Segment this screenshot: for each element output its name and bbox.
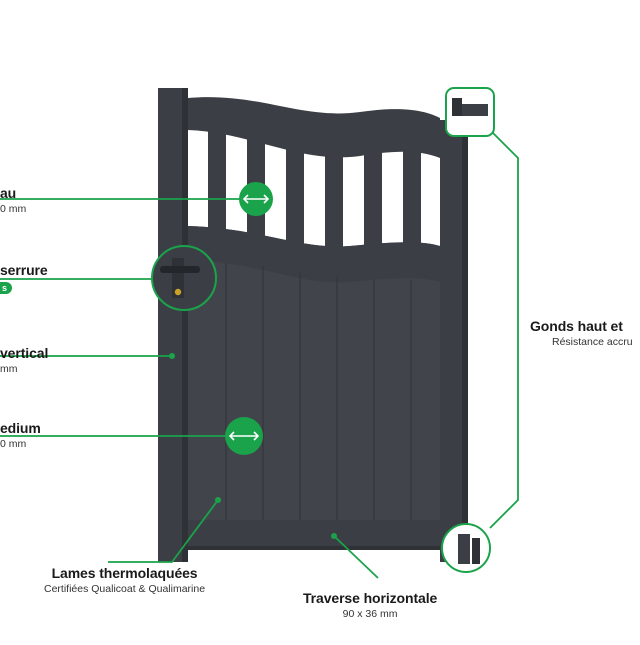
traverse-label: Traverse horizontale 90 x 36 mm: [303, 590, 437, 620]
serrure-title: serrure: [0, 262, 48, 278]
bar: [286, 120, 304, 260]
hinge-zoom-bottom-icon: [441, 523, 491, 573]
gonds-sub: Résistance accru: [552, 336, 633, 348]
callout-lines: [0, 129, 519, 579]
barreaux-sub: 0 mm: [0, 203, 27, 215]
board-grooves: [225, 262, 412, 520]
bar: [403, 120, 421, 260]
left-post-shadow: [182, 88, 188, 562]
lock-zoom-icon: [151, 245, 217, 311]
gonds-label: Gonds haut et Résistance accru: [530, 318, 633, 348]
lower-panel: [188, 226, 440, 550]
lames-label: Lames thermolaquées Certifiées Qualicoat…: [44, 565, 205, 595]
bar: [208, 120, 226, 260]
bar-width-icon: [239, 182, 273, 216]
serrure-label: serrure s: [0, 262, 48, 296]
top-curved-rail: [188, 97, 440, 158]
medium-sub: 0 mm: [0, 438, 27, 450]
montant-label: vertical mm: [0, 345, 48, 375]
barreaux-title: au: [0, 185, 17, 201]
traverse-title: Traverse horizontale: [303, 590, 438, 606]
traverse-dot: [331, 533, 337, 539]
medium-title: edium: [0, 420, 41, 436]
montant-title: vertical: [0, 345, 49, 361]
montant-dot: [169, 353, 175, 359]
bottom-rail-shadow: [188, 546, 440, 550]
bottom-rail: [188, 520, 440, 550]
barreaux-label: au 0 mm: [0, 185, 26, 215]
middle-curved-rail: [188, 226, 440, 283]
bar: [364, 120, 382, 260]
montant-sub: mm: [0, 363, 18, 375]
gonds-title: Gonds haut et: [530, 318, 623, 334]
medium-label: edium 0 mm: [0, 420, 41, 450]
right-post-shadow: [462, 120, 468, 562]
lames-sub: Certifiées Qualicoat & Qualimarine: [44, 583, 206, 595]
lames-dot: [215, 497, 221, 503]
serrure-badge: s: [0, 282, 13, 294]
medium-width-icon: [225, 417, 263, 455]
lames-title: Lames thermolaquées: [51, 565, 198, 581]
traverse-sub: 90 x 36 mm: [342, 608, 398, 620]
hinge-zoom-top-icon: [445, 87, 495, 137]
